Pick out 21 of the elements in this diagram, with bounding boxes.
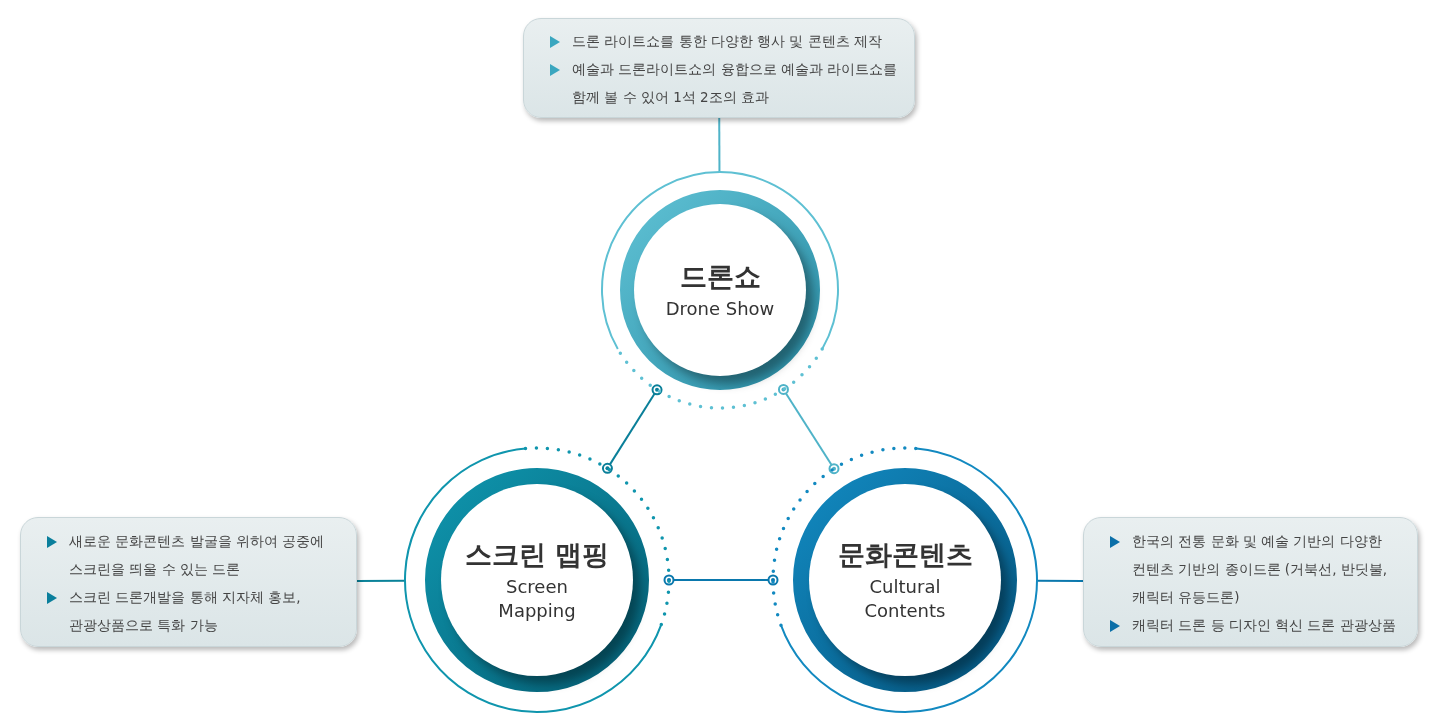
connector [663,574,779,586]
text-card [20,517,357,647]
connector-line [356,579,406,583]
node-title: 스크린 맵핑 [464,538,610,572]
node-subtitle: Drone Show [665,297,775,321]
connector-line [718,117,721,173]
text-card [523,18,915,118]
node-subtitle: Screen Mapping [497,575,577,623]
node-title: 문화콘텐츠 [837,538,973,572]
connector [601,384,663,474]
bullet-text: 드론 라이트쇼를 통한 다양한 행사 및 콘텐츠 제작 [572,32,883,51]
bullet-text: 한국의 전통 문화 및 예술 기반의 다양한 컨텐츠 기반의 종이드론 (거북선, 반딧불, 캐릭터 유등드론) [1132,532,1388,607]
bullet-text: 캐릭터 드론 등 디자인 혁신 드론 관광상품 [1132,616,1396,635]
connector [777,384,840,475]
bullet-text: 스크린 드론개발을 통해 지자체 홍보, 관광상품으로 특화 가능 [69,588,302,635]
node-title: 드론쇼 [679,260,761,294]
bullet-text: 새로운 문화콘텐츠 발굴을 위하여 공중에 스크린을 띄울 수 있는 드론 [69,532,326,579]
bullet-text: 예술과 드론라이트쇼의 융합으로 예술과 라이트쇼를 함께 볼 수 있어 1석 2조의 효과 [572,60,898,107]
text-card [1083,517,1418,647]
connector-line [1036,579,1084,583]
node-subtitle: Cultural Contents [863,575,947,623]
